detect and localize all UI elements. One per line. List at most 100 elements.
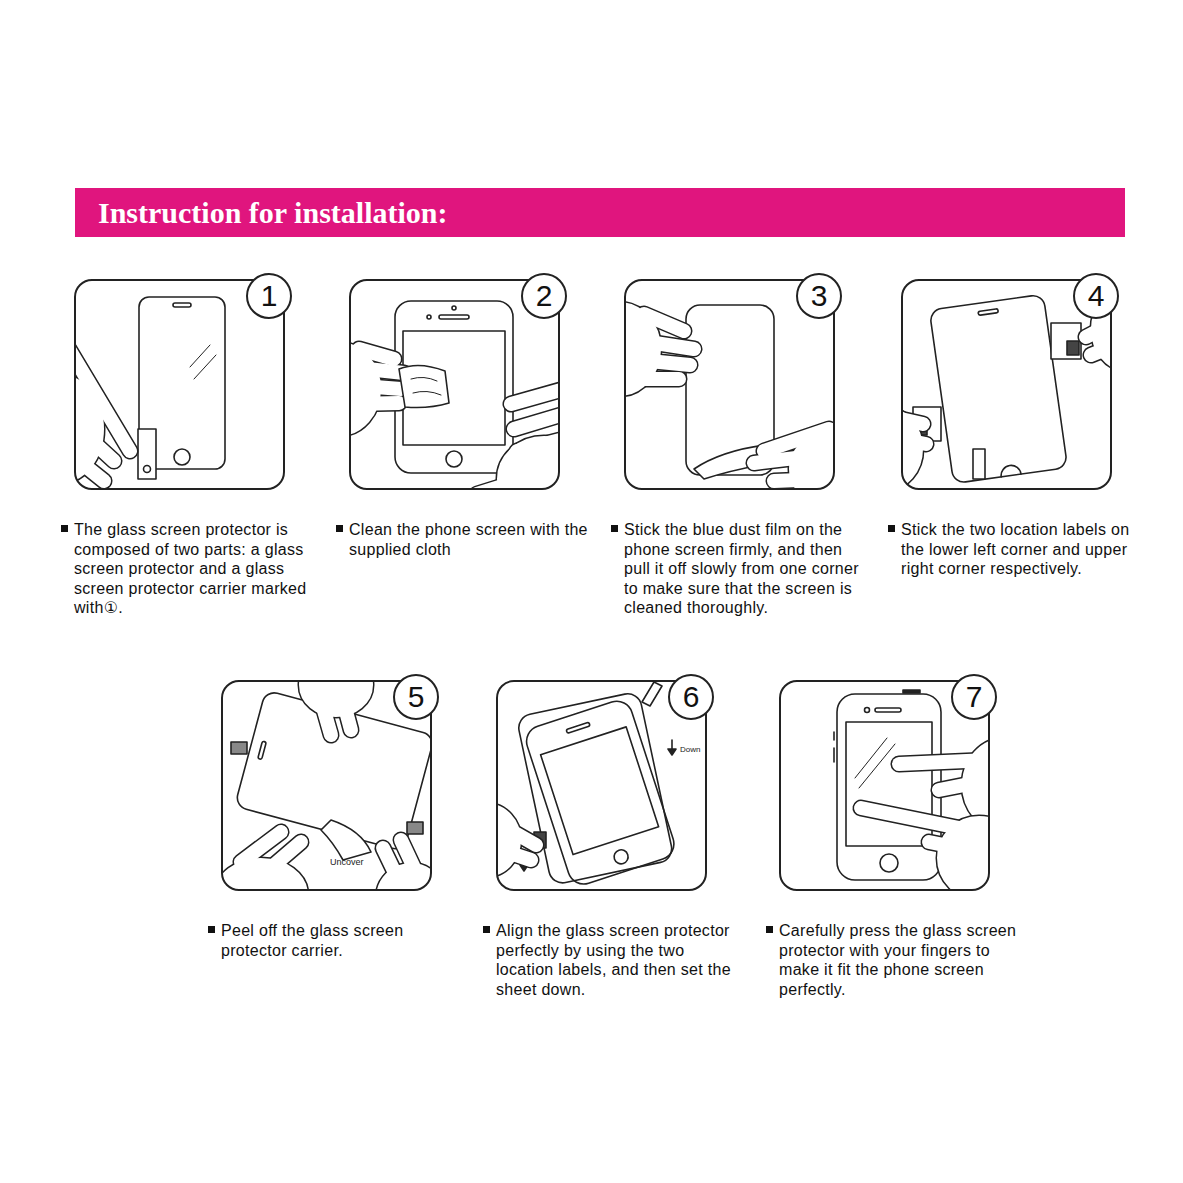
peel-carrier-drawing [407, 822, 423, 834]
step-caption: Clean the phone screen with the supplied… [349, 520, 589, 559]
protector-drawing [174, 449, 190, 465]
dust-film-drawing [625, 305, 834, 489]
location-label-drawing [902, 414, 926, 484]
press-drawing [834, 690, 1039, 893]
press-drawing [861, 808, 989, 890]
step-panel: Align the glass screen protector perfect… [496, 680, 707, 891]
title-band: Instruction for installation: [75, 188, 1125, 237]
phone-drawing [350, 301, 559, 489]
align-drawing [458, 682, 678, 888]
phone-drawing [427, 315, 431, 319]
bullet [611, 525, 618, 532]
title: Instruction for installation: [75, 188, 1125, 237]
peel-carrier-drawing [258, 741, 267, 759]
callout-number: 5 [392, 673, 440, 721]
location-label-drawing [929, 294, 1067, 483]
bullet [483, 926, 490, 933]
phone-drawing [350, 349, 404, 429]
peel-carrier-drawing [231, 742, 247, 754]
bullet [336, 525, 343, 532]
align-drawing [612, 848, 630, 866]
align-drawing [668, 749, 676, 755]
location-label-drawing [902, 294, 1111, 484]
location-label-drawing [973, 449, 985, 479]
illustration-label: Uncover [330, 857, 364, 867]
callout-number: 3 [795, 272, 843, 320]
peel-carrier-drawing [222, 681, 431, 890]
protector-drawing [190, 345, 210, 367]
align-drawing [516, 691, 674, 885]
phone-drawing [350, 349, 404, 429]
align-drawing [642, 682, 662, 706]
protector-drawing [173, 303, 191, 307]
align-drawing [497, 810, 536, 870]
step-number: 3 [795, 272, 843, 320]
step-panel: Peel off the glass screen protector carr… [221, 680, 432, 891]
caption-text: Stick the blue dust film on the phone sc… [624, 520, 864, 618]
callout-number: 6 [667, 673, 715, 721]
phone-drawing [395, 301, 513, 473]
caption-text: Stick the two location labels on the low… [901, 520, 1141, 579]
dust-film-drawing [625, 309, 694, 389]
protector-drawing [75, 349, 130, 481]
bullet [208, 926, 215, 933]
step-panel: The glass screen protector is composed o… [74, 279, 285, 490]
phone-drawing [411, 377, 441, 395]
caption-text: The glass screen protector is composed o… [74, 520, 314, 618]
step-caption: Peel off the glass screen protector carr… [221, 921, 461, 960]
peel-carrier-drawing [221, 660, 439, 926]
caption-text: Carefully press the glass screen protect… [779, 921, 1019, 999]
dust-film-drawing [584, 305, 872, 501]
press-drawing [833, 732, 835, 762]
press-drawing [865, 708, 870, 713]
phone-drawing [452, 306, 456, 310]
step-panel: Clean the phone screen with the supplied… [349, 279, 560, 490]
step-number: 2 [520, 272, 568, 320]
peel-carrier-drawing [306, 681, 366, 735]
protector-drawing [144, 466, 151, 473]
press-drawing [834, 690, 989, 890]
phone-drawing [439, 315, 469, 319]
callout-number: 1 [245, 272, 293, 320]
step-panel: Stick the two location labels on the low… [901, 279, 1112, 490]
protector-drawing [75, 349, 130, 481]
illustration [21, 294, 1154, 926]
bullet [888, 525, 895, 532]
press-drawing [837, 694, 941, 880]
callout-number: 7 [950, 673, 998, 721]
protector-drawing [75, 297, 225, 481]
protector-drawing [194, 355, 216, 379]
phone-drawing [477, 389, 559, 489]
phone-drawing [477, 389, 559, 489]
peel-carrier-drawing [222, 832, 301, 890]
bullet [766, 926, 773, 933]
illustration-label: Down [680, 745, 700, 754]
callout-number: 4 [1072, 272, 1120, 320]
dust-film-drawing [754, 429, 834, 489]
peel-carrier-drawing [383, 840, 431, 890]
phone-drawing [446, 451, 462, 467]
location-label-drawing [1051, 323, 1081, 359]
step-number: 7 [950, 673, 998, 721]
location-label-drawing [1000, 464, 1021, 477]
step-caption: Stick the two location labels on the low… [901, 520, 1141, 579]
caption-text: Align the glass screen protector perfect… [496, 921, 736, 999]
step-number: 1 [245, 272, 293, 320]
protector-drawing [21, 297, 225, 481]
illustration-label: Uncover [330, 857, 364, 867]
location-label-drawing [929, 294, 1067, 483]
step-caption: Stick the blue dust film on the phone sc… [624, 520, 864, 618]
align-drawing [497, 810, 536, 870]
dust-film-drawing [625, 309, 694, 389]
bullet [61, 525, 68, 532]
dust-film-drawing [754, 429, 834, 489]
step-number: 4 [1072, 272, 1120, 320]
press-drawing [903, 690, 920, 693]
peel-carrier-drawing [306, 681, 366, 735]
press-drawing [861, 808, 989, 890]
peel-carrier-drawing [321, 820, 371, 860]
peel-carrier-drawing [222, 832, 301, 890]
press-drawing [880, 854, 898, 872]
caption-text: Peel off the glass screen protector carr… [221, 921, 461, 960]
